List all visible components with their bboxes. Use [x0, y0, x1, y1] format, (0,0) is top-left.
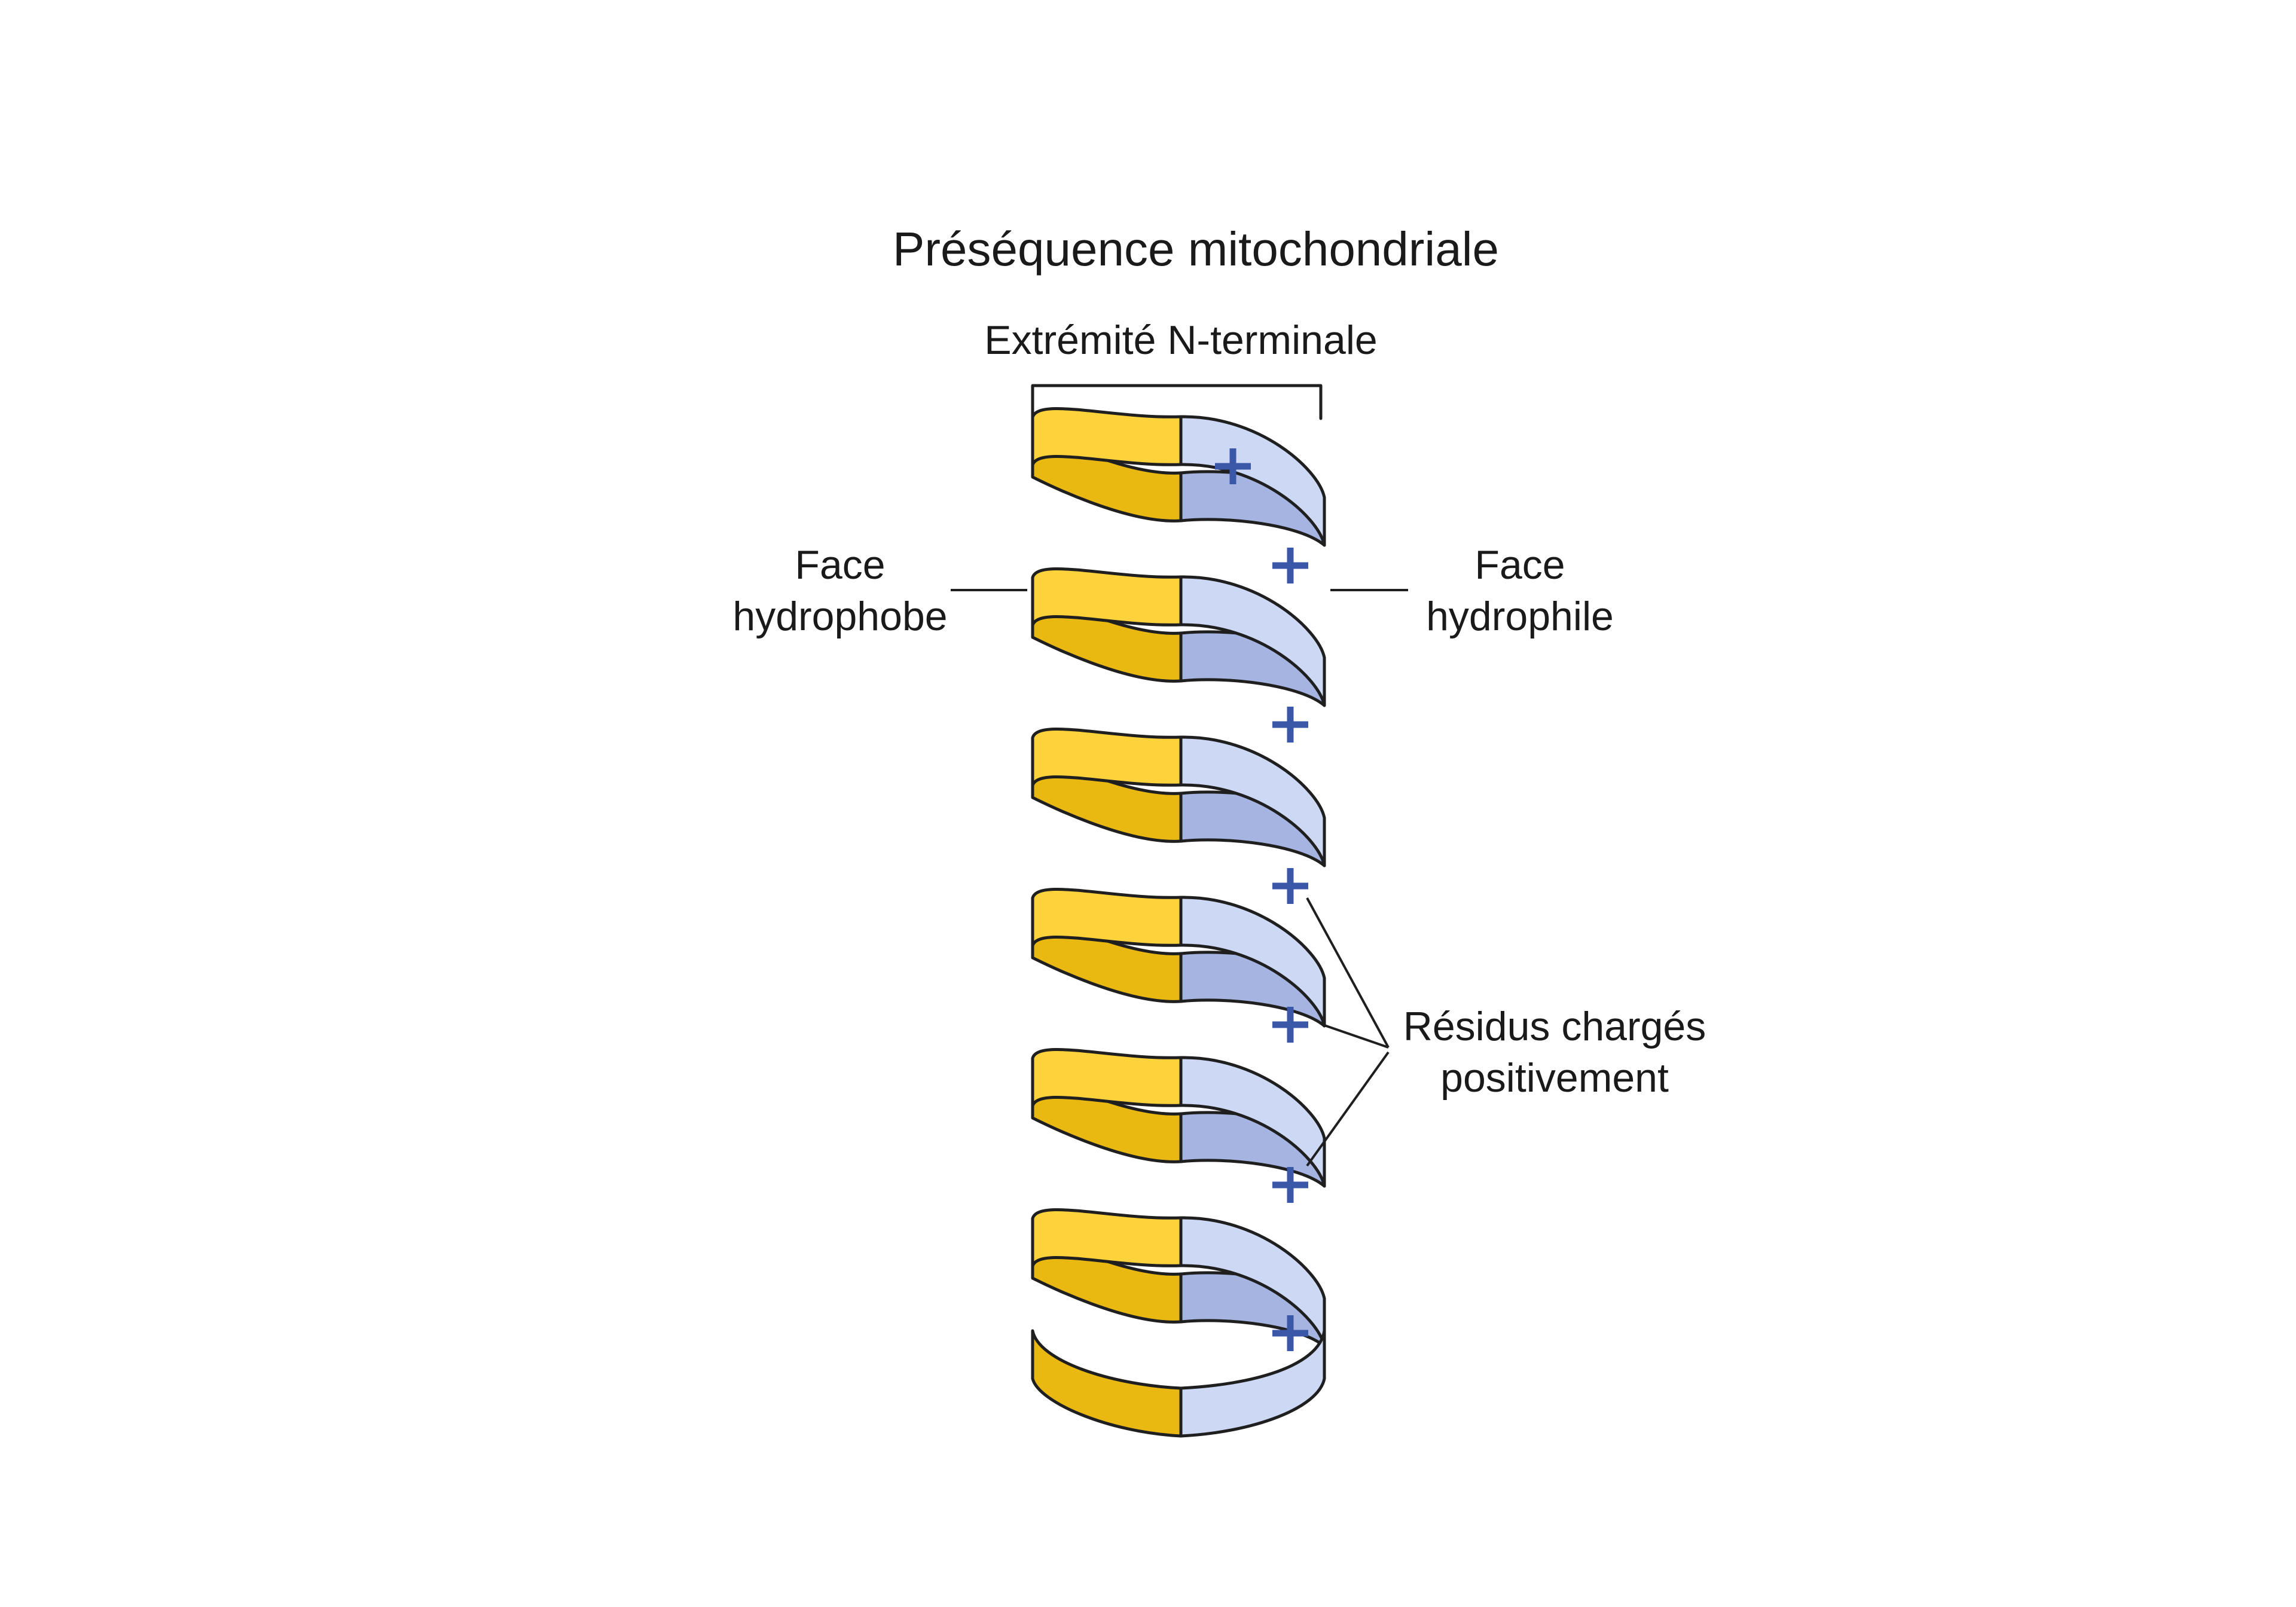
plus-sign-icon: [1272, 1315, 1308, 1351]
helix-front-hydrophilic-1: [1181, 416, 1324, 545]
hydrophilic-face-label-line1: Face: [1474, 542, 1565, 588]
hydrophilic-face-label-line2: hydrophile: [1426, 594, 1614, 639]
helix-back-hydrophobic-outline-1: [1031, 427, 1183, 523]
charged-residues-label-line1: Résidus chargés: [1403, 1004, 1706, 1049]
helix-back-hydrophobic-outline-6: [1031, 1229, 1183, 1324]
charged-residues-leader-lower: [1306, 1051, 1390, 1167]
helix-front-faces: [1031, 407, 1326, 1438]
positive-charges: [1215, 448, 1308, 1351]
helix-front-hydrophilic-outline-1: [1179, 415, 1326, 547]
plus-sign-icon: [1272, 1007, 1308, 1043]
plus-sign-strokes: [1272, 1167, 1308, 1203]
helix-front-hydrophilic-3: [1181, 737, 1324, 866]
helix-bottom-hydrophobic: [1033, 1331, 1181, 1436]
helix-back-hydrophobic-outline-4: [1031, 908, 1183, 1003]
plus-sign-strokes: [1272, 707, 1308, 743]
n-terminal-label: Extrémité N-terminale: [984, 317, 1378, 363]
helix-front-hydrophobic-5: [1033, 1049, 1181, 1106]
helix-front-hydrophilic-outline-5: [1179, 1056, 1326, 1188]
plus-sign-strokes: [1272, 548, 1308, 583]
n-terminal-bracket: [1031, 384, 1323, 420]
plus-sign-strokes: [1272, 1007, 1308, 1043]
plus-sign-strokes: [1272, 868, 1308, 904]
hydrophobic-face-label-line1: Face: [795, 542, 885, 588]
plus-sign-strokes: [1272, 1315, 1308, 1351]
hydrophobic-face-label-line2: hydrophobe: [732, 594, 947, 639]
helix-bottom-hydrophilic: [1181, 1331, 1324, 1436]
helix-front-hydrophilic-2: [1181, 576, 1324, 705]
helix-front-hydrophobic-6: [1033, 1209, 1181, 1266]
plus-sign-icon: [1272, 868, 1308, 904]
charged-residues-leader-middle: [1324, 1024, 1389, 1049]
alpha-helix: [1031, 407, 1326, 1438]
plus-sign-strokes: [1215, 448, 1251, 484]
helix-front-hydrophobic-3: [1033, 729, 1181, 786]
helix-front-hydrophilic-outline-2: [1179, 575, 1326, 707]
helix-front-hydrophilic-6: [1181, 1217, 1324, 1346]
plus-sign-icon: [1272, 548, 1308, 583]
helix-front-hydrophilic-outline-3: [1179, 735, 1326, 867]
plus-sign-icon: [1215, 448, 1251, 484]
helix-back-hydrophobic-outline-2: [1031, 588, 1183, 683]
diagram-title: Préséquence mitochondriale: [893, 222, 1499, 276]
plus-sign-icon: [1272, 1167, 1308, 1203]
charged-residues-label-line2: positivement: [1440, 1055, 1669, 1101]
helix-bottom-hydrophilic-outline: [1179, 1329, 1326, 1438]
helix-back-hydrophobic-outline-5: [1031, 1068, 1183, 1163]
charged-residues-leader-upper: [1306, 897, 1390, 1048]
helix-back-hydrophobic-outline-3: [1031, 748, 1183, 843]
helix-front-hydrophobic-2: [1033, 569, 1181, 625]
plus-sign-icon: [1272, 707, 1308, 743]
helix-front-hydrophilic-5: [1181, 1057, 1324, 1186]
helix-front-hydrophobic-4: [1033, 889, 1181, 946]
helix-front-hydrophobic-1: [1033, 408, 1181, 465]
helix-front-hydrophilic-4: [1181, 897, 1324, 1026]
